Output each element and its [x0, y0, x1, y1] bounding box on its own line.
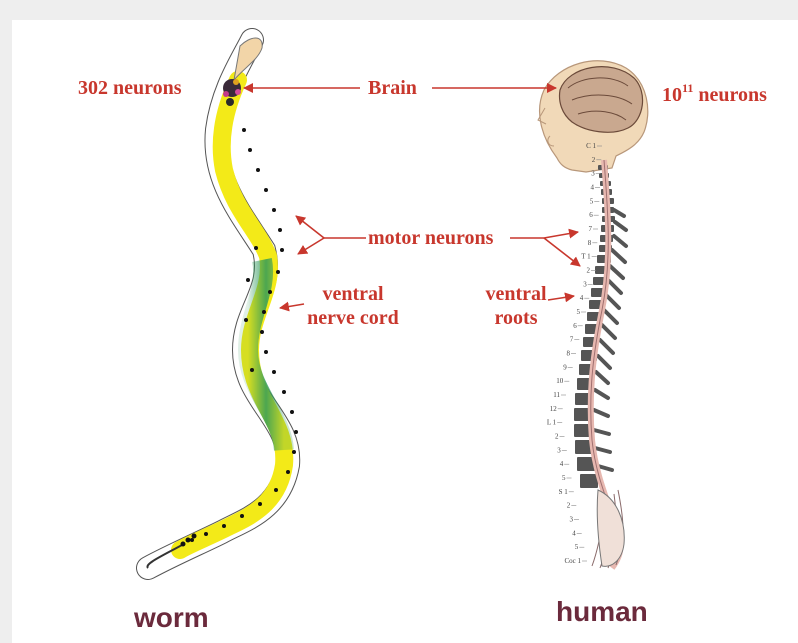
ventral-roots-line1: ventral	[478, 282, 554, 306]
motor-arrow-human-upper	[544, 232, 578, 238]
worm-neuron-count-label: 302 neurons	[78, 76, 182, 100]
spine-level-label: 8	[567, 350, 571, 358]
spine-level-label: L 1	[547, 419, 557, 427]
spine-level-label: 11	[553, 391, 560, 399]
human-neuron-count-base: 10	[662, 84, 682, 106]
spine-level-label: 3	[591, 170, 595, 178]
spine-level-label: 8	[588, 239, 592, 247]
worm-yellow-interior	[180, 80, 284, 550]
spine-level-label: 5	[577, 308, 581, 316]
spine-level-label: 9	[563, 363, 567, 371]
spine-level-label: 4	[591, 184, 595, 192]
ventral-roots-line2: roots	[478, 306, 554, 330]
spine-level-label: C 1	[586, 142, 596, 150]
motor-neurons-label: motor neurons	[368, 226, 493, 250]
ventral-nerve-cord-line2: nerve cord	[298, 306, 408, 330]
spine-level-label: 5	[590, 197, 594, 205]
human-illustration	[538, 61, 648, 568]
spine-level-label: 5	[575, 543, 579, 551]
human-neuron-count-exponent: 11	[682, 81, 693, 95]
spine-level-label: 2	[567, 502, 571, 510]
spine-level-label: 2	[555, 433, 559, 441]
spine-level-label: Coc 1	[564, 557, 581, 565]
ventral-nerve-cord-label: ventral nerve cord	[298, 282, 408, 330]
brain-label: Brain	[368, 76, 417, 100]
spine-level-label: 2	[587, 267, 591, 275]
spine-level-label: 2	[592, 156, 596, 164]
spine-level-label: 4	[572, 529, 576, 537]
spine-level-label: 10	[556, 377, 564, 385]
spine-level-label: 4	[560, 460, 564, 468]
motor-arrow-human-lower	[544, 238, 580, 266]
spine-level-label: 6	[589, 211, 593, 219]
human-neuron-count-label: 1011 neurons	[662, 76, 767, 107]
worm-nerve-cord-green	[248, 260, 284, 450]
spine-level-label: 6	[573, 322, 577, 330]
annotation-arrows	[244, 88, 580, 308]
human-neuron-count-unit: neurons	[693, 84, 767, 106]
spine-level-label: 3	[557, 446, 561, 454]
worm-caption: worm	[134, 602, 209, 634]
motor-arrow-worm-lower	[298, 238, 324, 254]
ventral-roots-label: ventral roots	[478, 282, 554, 330]
worm-illustration	[147, 38, 298, 568]
spine-level-label: T 1	[581, 253, 591, 261]
spine-level-label: 7	[589, 225, 593, 233]
spine-level-label: 5	[562, 474, 566, 482]
motor-arrow-worm-upper	[296, 216, 324, 238]
spine-level-label: 4	[580, 294, 584, 302]
spine-level-label: 12	[550, 405, 558, 413]
spine-level-label: 7	[570, 336, 574, 344]
human-caption: human	[556, 596, 648, 628]
spine-level-label: 3	[570, 516, 574, 524]
ventral-nerve-cord-line1: ventral	[298, 282, 408, 306]
spine-level-label: S 1	[559, 488, 569, 496]
human-brain	[560, 67, 643, 133]
spine-level-label: 3	[583, 280, 587, 288]
